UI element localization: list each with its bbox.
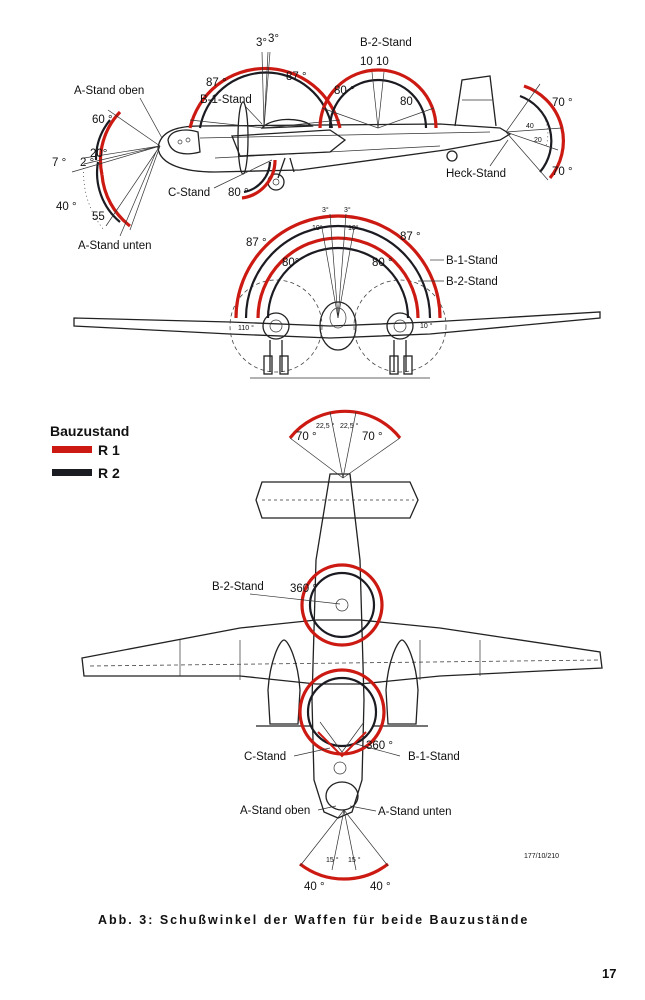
svg-text:87 °: 87 ° — [286, 71, 307, 83]
svg-text:70 °: 70 ° — [552, 166, 573, 178]
reference-code: 177/10/210 — [524, 853, 559, 860]
svg-text:10°: 10° — [348, 224, 359, 232]
svg-text:20°: 20° — [90, 148, 107, 160]
svg-text:55: 55 — [92, 211, 105, 223]
side-fuselage — [157, 123, 512, 173]
label-b1-stand-front: B-1-Stand — [446, 255, 498, 267]
svg-text:360 °: 360 ° — [290, 583, 317, 595]
label-b2-stand-front: B-2-Stand — [446, 276, 498, 288]
svg-text:80 °: 80 ° — [372, 257, 393, 269]
front-landing-gear — [269, 340, 407, 372]
legend-label-r1: R 1 — [98, 442, 120, 458]
top-a-arc — [299, 862, 389, 881]
side-view: A-Stand oben B-1-Stand B-2-Stand C-Stand… — [52, 33, 573, 252]
svg-text:80: 80 — [400, 96, 413, 108]
front-view: B-1-Stand B-2-Stand 3° 3° 10° 10° 87 ° 8… — [73, 206, 601, 379]
svg-text:15 °: 15 ° — [326, 856, 339, 864]
label-heck-stand: Heck-Stand — [446, 168, 506, 180]
svg-text:70 °: 70 ° — [362, 431, 383, 443]
svg-text:40 °: 40 ° — [304, 881, 325, 893]
label-a-stand-unten-top: A-Stand unten — [378, 806, 452, 818]
svg-text:3°: 3° — [256, 37, 267, 49]
legend-swatch-r1 — [52, 446, 92, 453]
svg-text:80 °: 80 ° — [228, 187, 249, 199]
top-wing — [81, 619, 603, 685]
svg-text:3°: 3° — [344, 206, 351, 214]
svg-text:87 °: 87 ° — [400, 231, 421, 243]
label-a-stand-oben: A-Stand oben — [74, 85, 144, 97]
svg-text:3°: 3° — [268, 33, 279, 45]
svg-text:22,5 °: 22,5 ° — [316, 422, 335, 430]
legend-title: Bauzustand — [50, 423, 129, 439]
top-nose — [325, 781, 359, 811]
top-view: B-2-Stand C-Stand B-1-Stand A-Stand oben… — [81, 409, 603, 893]
top-horizontal-tail — [255, 481, 419, 519]
label-b2-stand-top: B-2-Stand — [212, 581, 264, 593]
figure-caption: Abb. 3: Schußwinkel der Waffen für beide… — [98, 913, 529, 927]
label-b2-stand-side: B-2-Stand — [360, 37, 412, 49]
side-tail-fin — [454, 75, 497, 127]
page-number: 17 — [602, 966, 616, 981]
svg-text:10°: 10° — [312, 224, 323, 232]
top-heck-arc — [288, 409, 402, 439]
side-a-oben-arc — [98, 110, 122, 176]
svg-text:87 °: 87 ° — [246, 237, 267, 249]
svg-text:20: 20 — [534, 137, 542, 144]
front-fuselage — [319, 301, 357, 351]
front-engine-left — [262, 312, 290, 340]
label-a-stand-oben-top: A-Stand oben — [240, 805, 310, 817]
label-c-stand-top: C-Stand — [244, 751, 286, 763]
svg-text:10: 10 — [376, 56, 389, 68]
svg-text:80 °: 80 ° — [334, 85, 355, 97]
front-prop-disc-right — [353, 279, 447, 373]
front-b2-arc — [256, 236, 420, 319]
svg-text:3°: 3° — [322, 206, 329, 214]
svg-text:10: 10 — [360, 56, 373, 68]
svg-text:15 °: 15 ° — [348, 856, 361, 864]
side-propeller — [237, 101, 249, 175]
top-engine-right — [385, 639, 419, 725]
label-b1-stand-top: B-1-Stand — [408, 751, 460, 763]
svg-text:60 °: 60 ° — [92, 114, 113, 126]
side-c-arc — [241, 159, 277, 200]
side-b2-arc — [318, 68, 438, 129]
svg-text:40 °: 40 ° — [370, 881, 391, 893]
svg-text:80°: 80° — [282, 257, 299, 269]
front-prop-disc-left — [229, 279, 323, 373]
label-c-stand-side: C-Stand — [168, 187, 210, 199]
side-cockpit — [167, 129, 201, 155]
svg-text:2 °: 2 ° — [80, 157, 94, 169]
svg-text:360 °: 360 ° — [366, 740, 393, 752]
svg-text:22,5 °: 22,5 ° — [340, 422, 359, 430]
label-a-stand-unten: A-Stand unten — [78, 240, 152, 252]
legend-label-r2: R 2 — [98, 465, 120, 481]
top-b1-circle — [298, 668, 386, 756]
top-b2-circle — [300, 563, 384, 647]
side-engine-nacelle — [231, 129, 347, 157]
front-engine-right — [386, 312, 414, 340]
legend: Bauzustand R 1 R 2 — [50, 423, 129, 481]
svg-text:10 °: 10 ° — [420, 322, 433, 330]
side-tail-wheel — [446, 150, 458, 162]
top-engine-left — [267, 639, 301, 725]
svg-text:40 °: 40 ° — [56, 201, 77, 213]
svg-text:40: 40 — [526, 123, 534, 130]
side-b1-dome — [260, 118, 314, 129]
side-heck-arc — [523, 84, 565, 180]
svg-text:70 °: 70 ° — [296, 431, 317, 443]
legend-swatch-r2 — [52, 469, 92, 476]
svg-text:70 °: 70 ° — [552, 97, 573, 109]
svg-text:7 °: 7 ° — [52, 157, 66, 169]
front-wing — [73, 311, 601, 339]
svg-text:87 °: 87 ° — [206, 77, 227, 89]
front-b1-arc — [234, 214, 442, 319]
label-b1-stand-side: B-1-Stand — [200, 94, 252, 106]
svg-text:110 °: 110 ° — [238, 324, 254, 332]
